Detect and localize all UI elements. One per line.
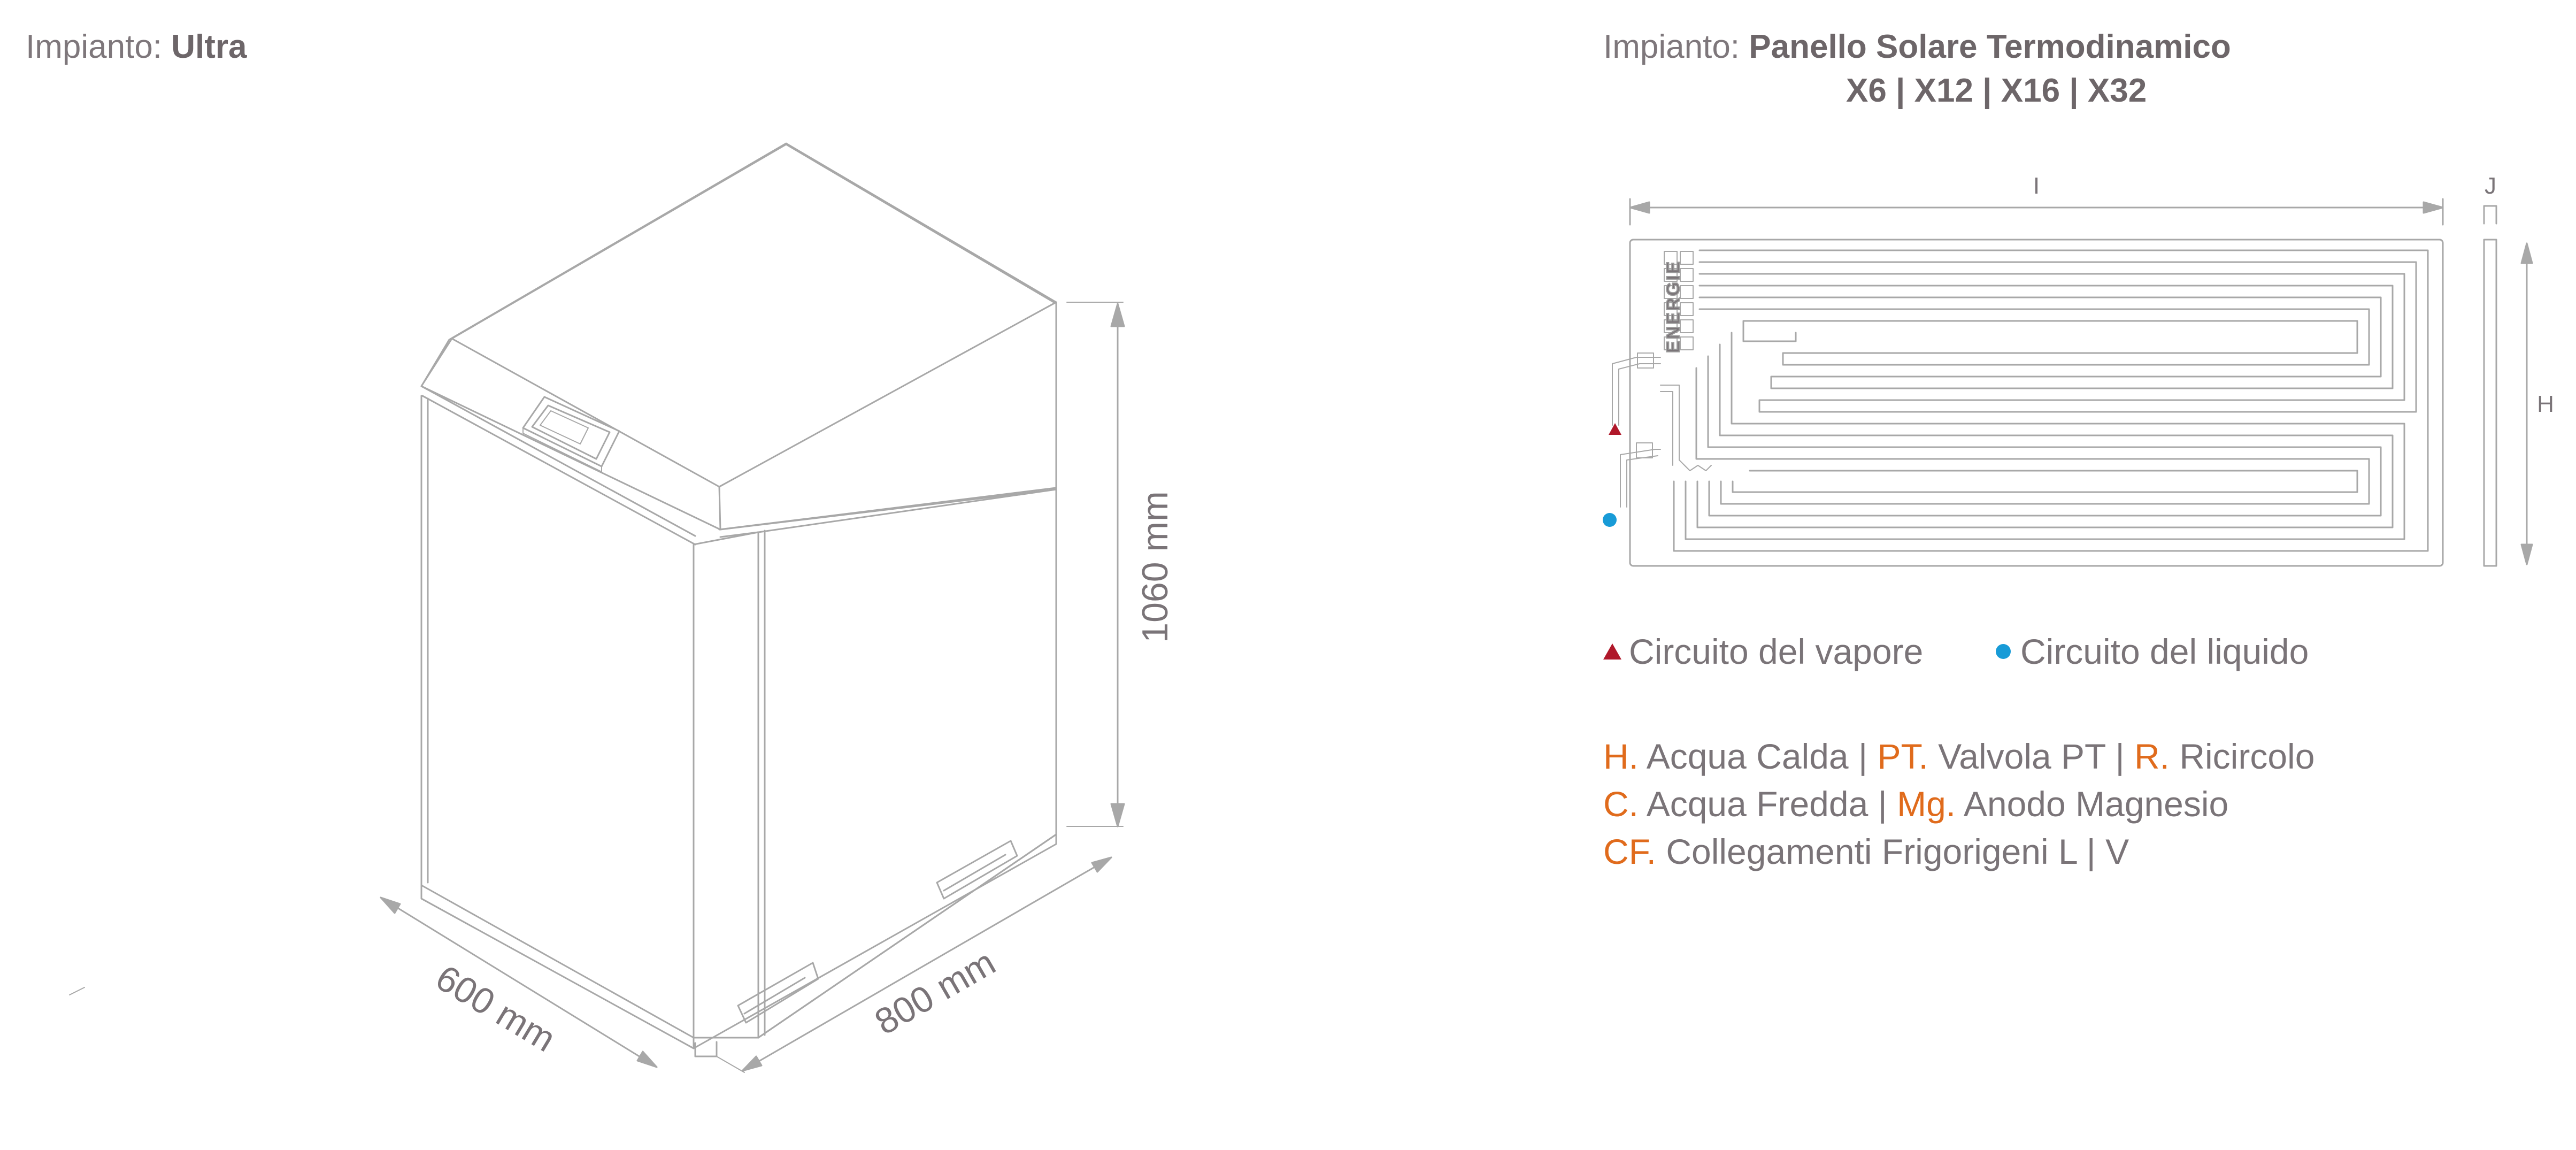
dim-panel-thickness-label: J [2485, 173, 2496, 199]
note-key: H. [1603, 737, 1639, 776]
boiler-left-panel [420, 395, 695, 1039]
boiler-right-panel [693, 531, 759, 1039]
notes-line-3: CF. Collegamenti Frigorigeni L | V [1603, 828, 2314, 876]
note-value: Anodo Magnesio [1956, 784, 2229, 824]
note-key: R. [2134, 737, 2170, 776]
panel-drawing [1612, 198, 2533, 567]
boiler-foot-left [694, 1041, 718, 1057]
panel-side-profile [2483, 239, 2497, 567]
dim-panel-width-label: I [2033, 173, 2040, 199]
boiler-top-chamfer [420, 301, 1057, 531]
dim-width-line [741, 856, 1112, 1072]
dim-panel-height-label: H [2537, 391, 2554, 417]
notes-block: H. Acqua Calda | PT. Valvola PT | R. Ric… [1603, 733, 2314, 876]
boiler-foot-right [737, 962, 819, 1024]
note-value: Collegamenti Frigorigeni L | V [1656, 832, 2129, 871]
dim-height-label: 1060 mm [1135, 491, 1175, 642]
triangle-icon [1603, 643, 1621, 660]
dim-width-label: 800 mm [868, 942, 1002, 1043]
legend-vapor: Circuito del vapore [1603, 631, 1923, 672]
left-title-prefix: Impianto: [26, 28, 172, 65]
left-title: Impianto: Ultra [26, 26, 247, 69]
liquid-marker [1603, 513, 1617, 527]
dim-depth-label: 600 mm [429, 957, 563, 1060]
note-key: PT. [1877, 737, 1928, 776]
notes-line-1: H. Acqua Calda | PT. Valvola PT | R. Ric… [1603, 733, 2314, 780]
boiler-control-panel [522, 396, 620, 467]
boiler-drawing [69, 142, 1125, 1073]
panel-connections [1612, 352, 1712, 508]
notes-line-2: C. Acqua Fredda | Mg. Anodo Magnesio [1603, 780, 2314, 828]
legend-vapor-label: Circuito del vapore [1629, 632, 1924, 671]
note-value: Ricircolo [2170, 737, 2315, 776]
dim-depth-line [380, 896, 658, 1068]
right-title-name: Panello Solare Termodinamico [1749, 28, 2231, 65]
panel-brand-text: ENERGIE [1663, 260, 1683, 353]
note-key: Mg. [1897, 784, 1956, 824]
legend-liquid: Circuito del liquido [1996, 631, 2309, 672]
dim-panel-thickness [2483, 205, 2497, 225]
note-value: Acqua Fredda | [1639, 784, 1897, 824]
boiler-top-inner [451, 143, 1056, 340]
vapor-marker [1609, 423, 1621, 435]
boiler-top-face [420, 142, 1057, 531]
boiler-side-panel [757, 488, 1057, 1039]
panel-outline [1629, 239, 2444, 567]
panel-coils [1673, 249, 2429, 552]
right-title-prefix: Impianto: [1603, 28, 1749, 65]
legend-liquid-label: Circuito del liquido [2020, 632, 2309, 671]
right-title: Impianto: Panello Solare Termodinamico [1603, 26, 2231, 69]
note-key: CF. [1603, 832, 1656, 871]
note-key: C. [1603, 784, 1639, 824]
circle-icon [1996, 643, 2011, 659]
dim-panel-width [1629, 198, 2444, 226]
note-value: Valvola PT | [1928, 737, 2135, 776]
left-title-name: Ultra [171, 28, 247, 65]
note-value: Acqua Calda | [1639, 737, 1878, 776]
right-title-models: X6 | X12 | X16 | X32 [1846, 72, 2147, 109]
